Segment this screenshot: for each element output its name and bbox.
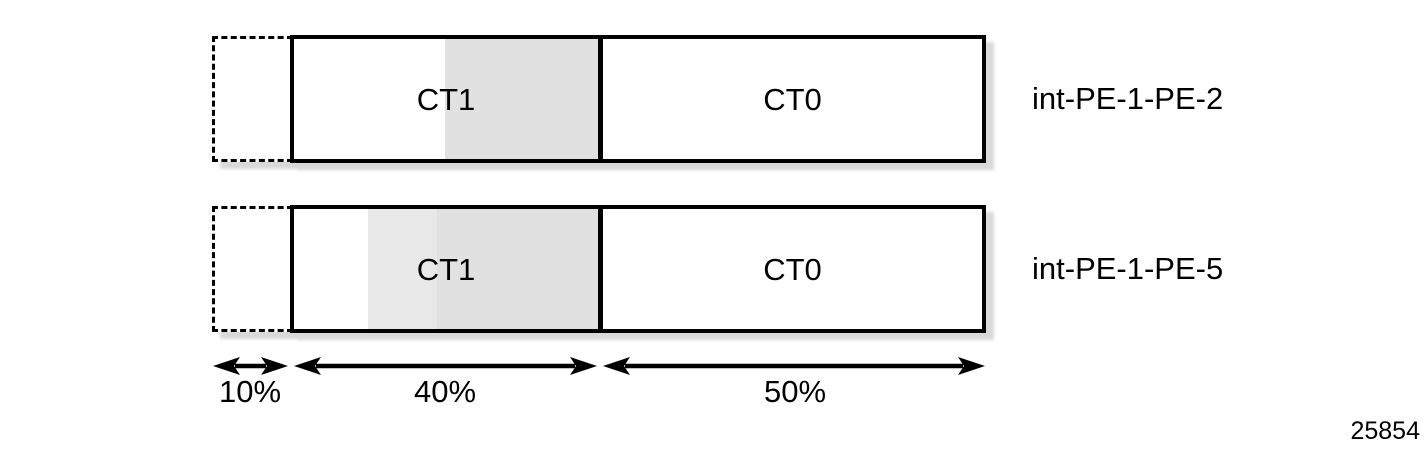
ct0-label-row2: CT0 — [763, 251, 822, 287]
ct0-label-row1: CT0 — [763, 81, 822, 117]
percentage-arrows — [213, 357, 985, 375]
shaded-usage-region-row1 — [445, 39, 598, 159]
arrow-50-percent — [603, 357, 985, 375]
shaded-usage-region-row2 — [368, 209, 598, 329]
link-bandwidth-box-row1: CT1 CT0 — [290, 35, 986, 163]
segment-divider-row2 — [598, 209, 603, 329]
percent-label-10: 10% — [218, 374, 282, 409]
figure-number: 25854 — [1350, 417, 1420, 445]
percent-label-40: 40% — [413, 374, 477, 409]
segment-divider-row1 — [598, 39, 603, 159]
percent-label-50: 50% — [763, 374, 827, 409]
ct0-segment-row1: CT0 — [603, 39, 982, 159]
interface-label-row2: int-PE-1-PE-5 — [1032, 251, 1224, 286]
ct1-label-row2: CT1 — [416, 251, 476, 287]
arrow-10-percent — [213, 357, 288, 375]
link-bandwidth-box-row2: CT1 CT0 — [290, 205, 986, 333]
arrow-40-percent — [294, 357, 597, 375]
dashed-unreserved-box-row1 — [212, 36, 293, 162]
interface-label-row1: int-PE-1-PE-2 — [1032, 81, 1224, 116]
ct1-segment-row1: CT1 — [294, 39, 598, 159]
ct1-segment-row2: CT1 — [294, 209, 598, 329]
dashed-unreserved-box-row2 — [212, 206, 293, 332]
ct0-segment-row2: CT0 — [603, 209, 982, 329]
ct1-label-row1: CT1 — [416, 81, 476, 117]
